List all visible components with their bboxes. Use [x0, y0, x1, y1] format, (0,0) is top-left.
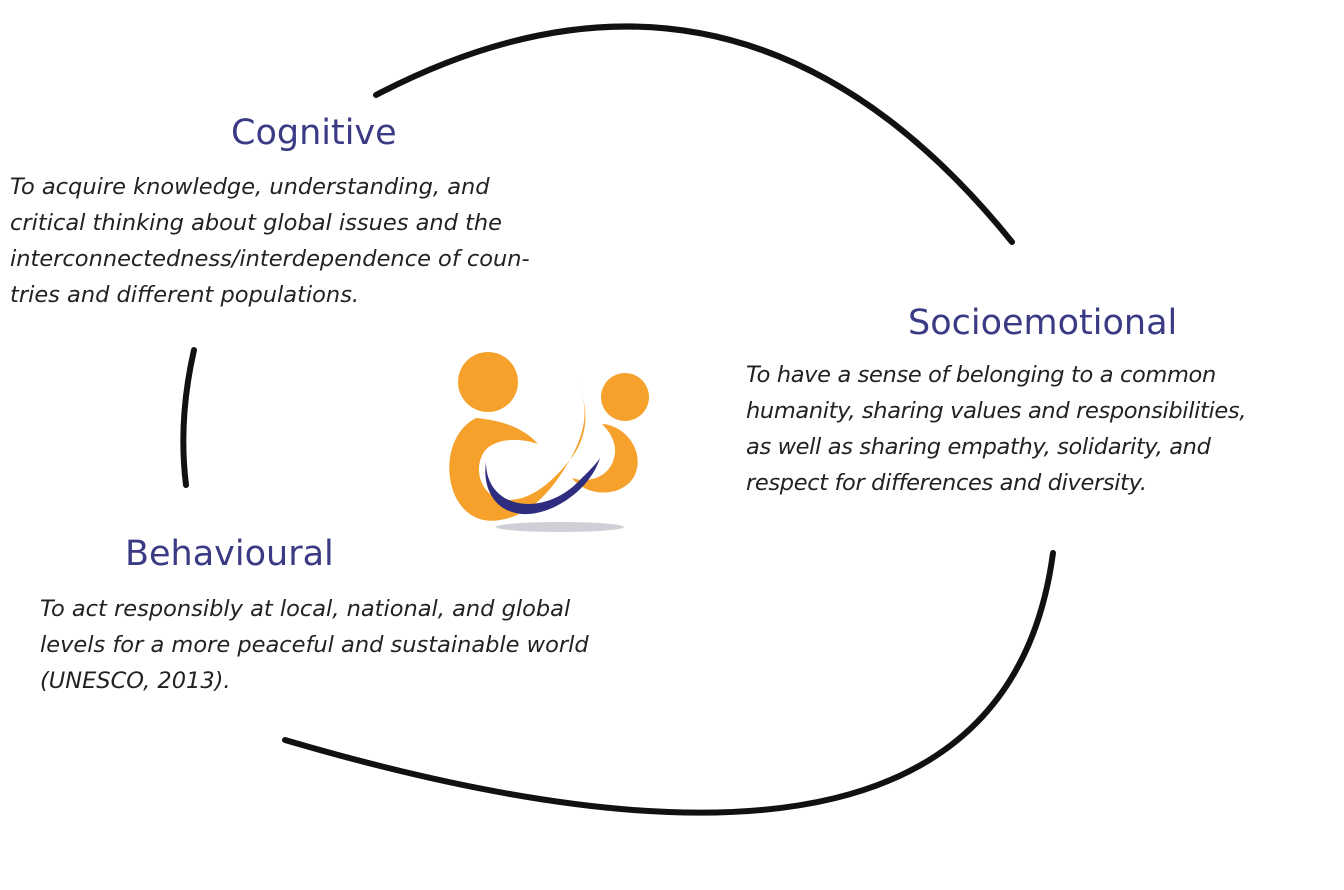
socioemotional-description: To have a sense of belonging to a common… [746, 362, 1247, 496]
arc-cognitive-to-socioemotional [373, 23, 1015, 245]
cognitive-description: To acquire knowledge, understanding, and… [10, 174, 530, 308]
logo-body-large [449, 380, 586, 521]
cognitive-heading: Cognitive [231, 113, 397, 153]
arc-behavioural-to-cognitive [180, 347, 197, 488]
behavioural-heading: Behavioural [125, 534, 334, 574]
socioemotional-heading: Socioemotional [908, 303, 1178, 343]
logo-head-small [601, 373, 649, 421]
logo-head-large [458, 352, 518, 412]
gced-logo [449, 352, 649, 532]
logo-shadow [496, 522, 624, 532]
behavioural-description: To act responsibly at local, national, a… [40, 596, 589, 694]
logo-body-small [572, 424, 638, 493]
logo-swoosh [485, 458, 600, 515]
arc-socioemotional-to-behavioural [282, 550, 1056, 816]
